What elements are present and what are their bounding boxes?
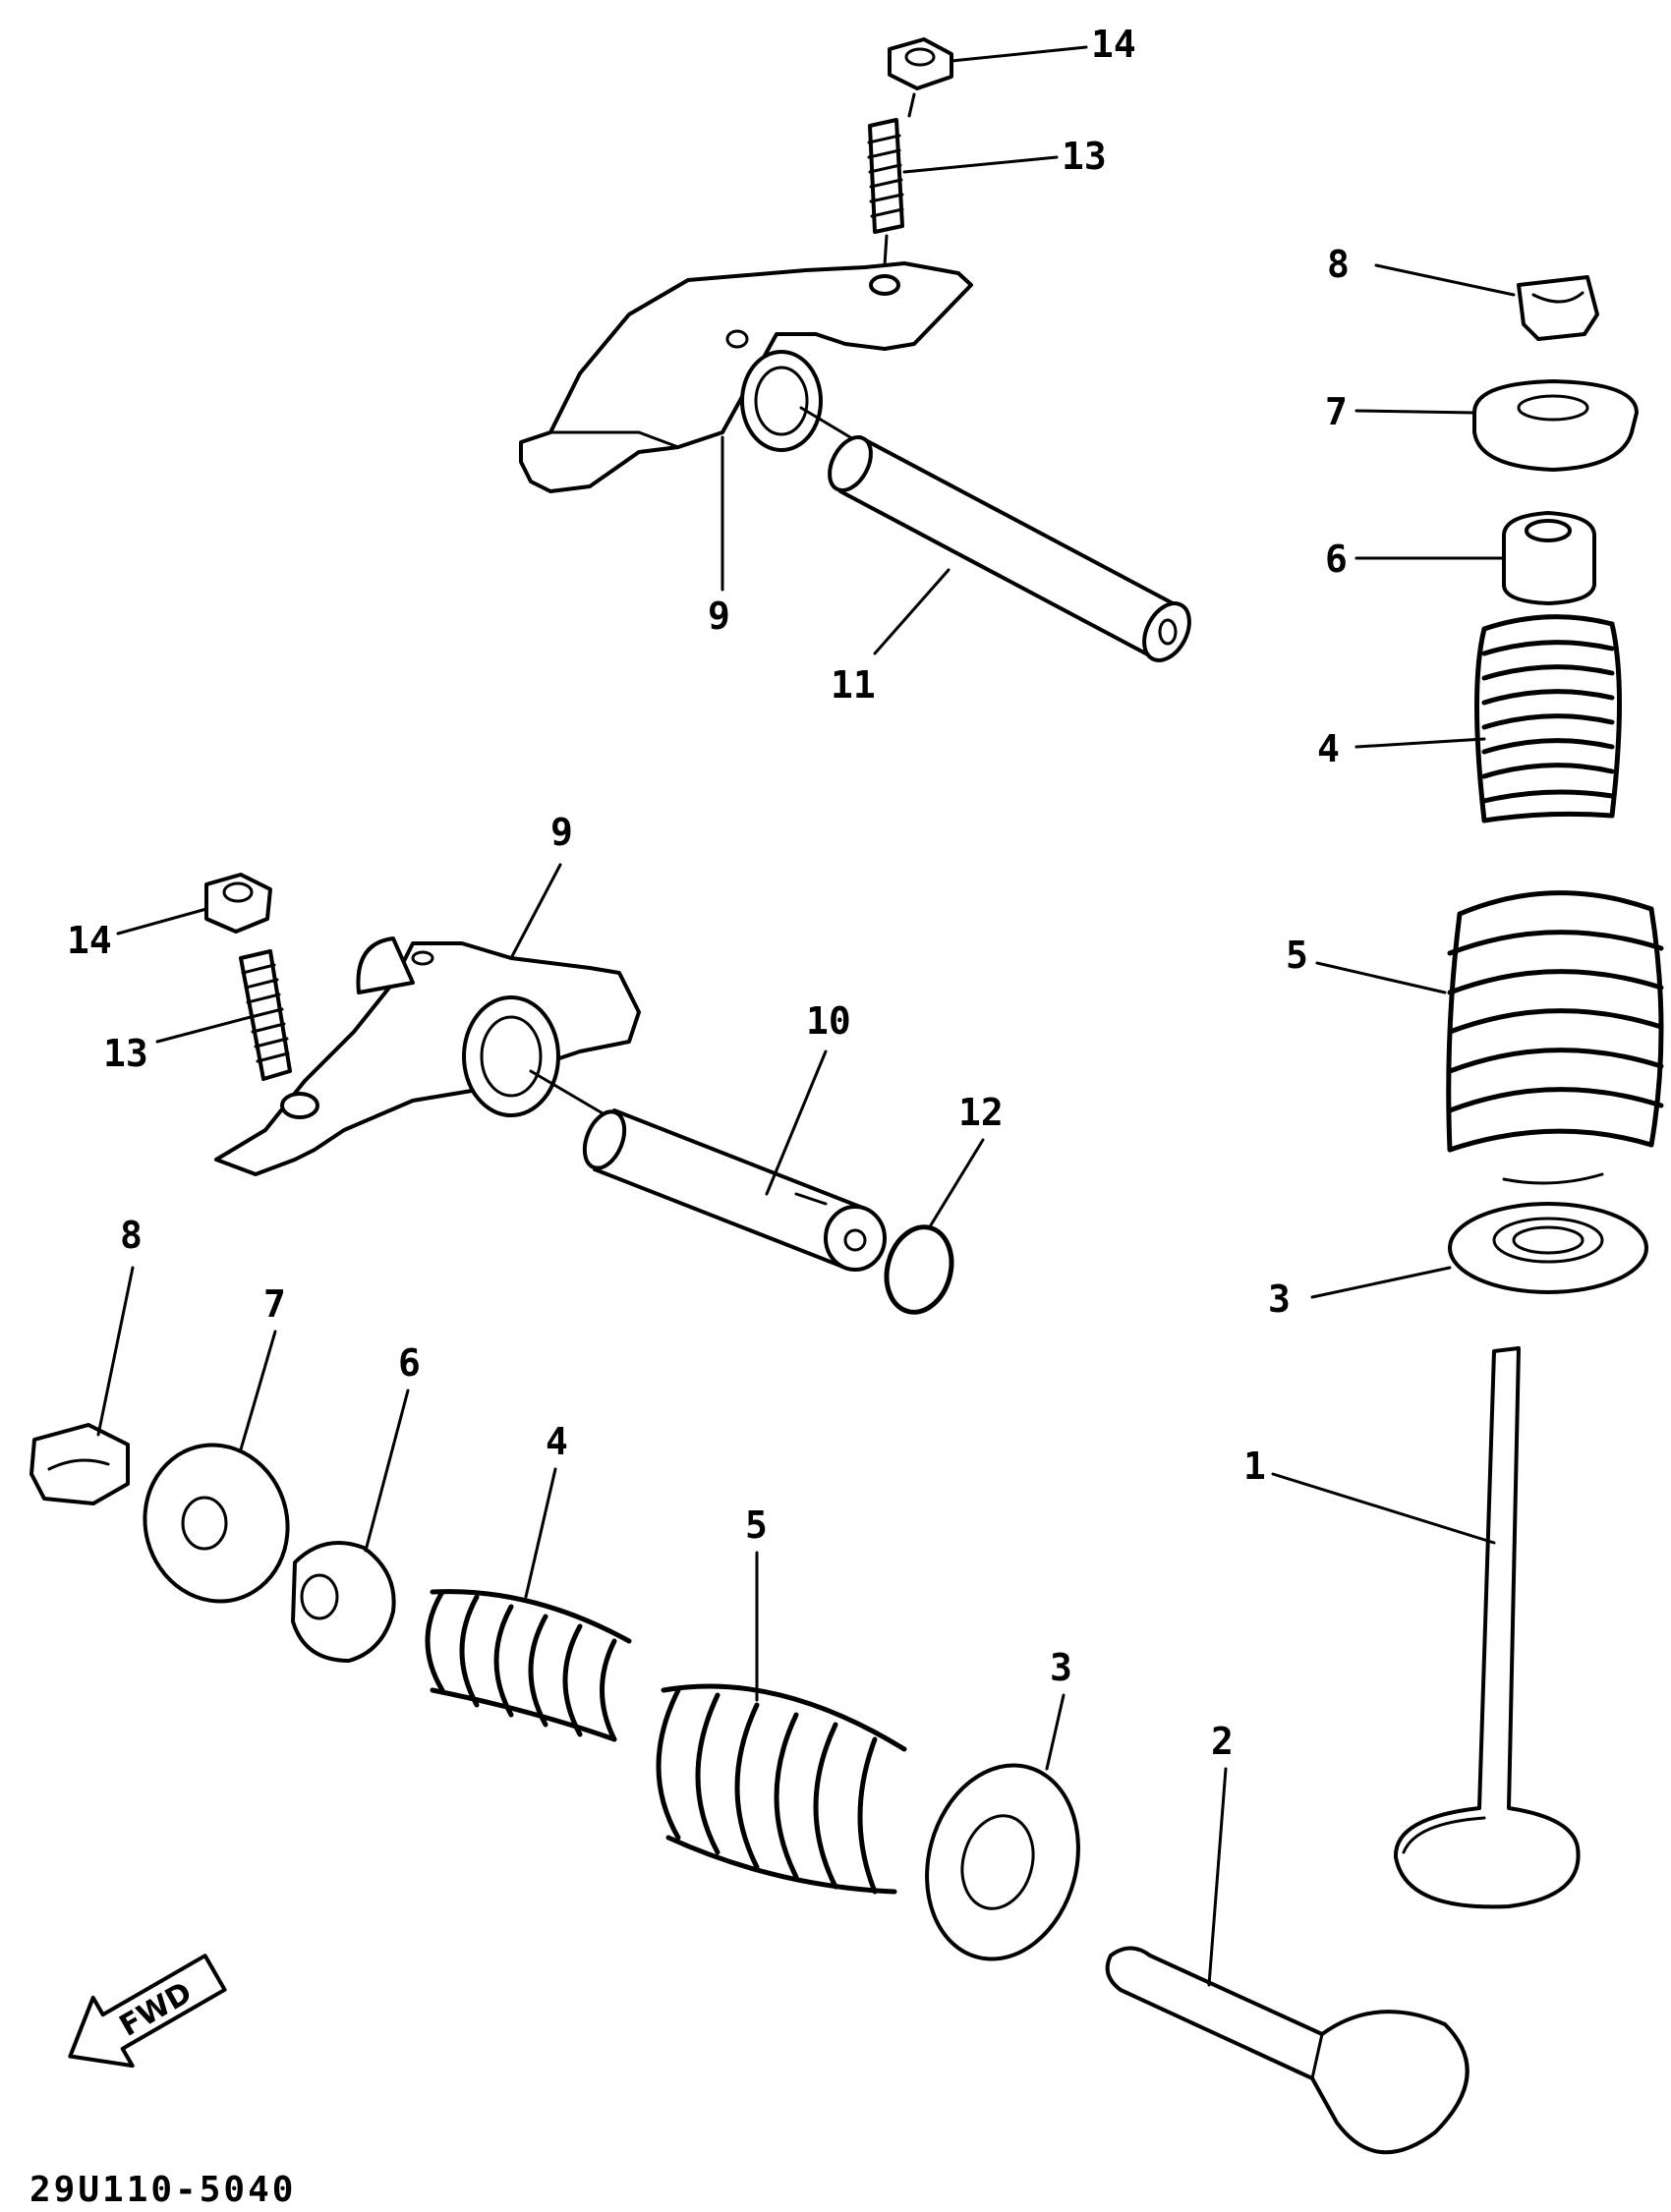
retainer-right xyxy=(1472,379,1639,472)
adjuster-screw-mid xyxy=(239,949,292,1081)
label-9-top: 9 xyxy=(708,595,730,638)
seal-right xyxy=(1502,511,1596,605)
label-9-mid: 9 xyxy=(550,811,573,854)
label-4-left: 4 xyxy=(546,1420,568,1463)
label-3-right: 3 xyxy=(1268,1277,1291,1321)
label-4-right: 4 xyxy=(1317,727,1340,770)
spring-seat-left xyxy=(925,1763,1080,1961)
label-1: 1 xyxy=(1243,1445,1266,1488)
cotter-right xyxy=(1517,275,1599,341)
nut-top xyxy=(888,37,953,90)
rocker-arm-mid xyxy=(214,936,641,1176)
label-12: 12 xyxy=(958,1091,1004,1134)
label-7-right: 7 xyxy=(1325,390,1348,433)
valve-right xyxy=(1393,1346,1581,1909)
label-6-right: 6 xyxy=(1325,538,1348,581)
adjuster-screw-top xyxy=(867,118,904,234)
rocker-arm-top xyxy=(519,261,973,493)
cotter-left xyxy=(29,1423,130,1505)
label-14-mid: 14 xyxy=(67,919,112,962)
retainer-left xyxy=(143,1443,290,1604)
label-8-left: 8 xyxy=(120,1214,143,1257)
fwd-arrow-icon: FWD xyxy=(68,1954,227,2069)
label-5-right: 5 xyxy=(1286,934,1308,977)
inner-spring-left xyxy=(425,1589,632,1742)
spring-seat-right xyxy=(1448,1202,1648,1294)
inner-spring-right xyxy=(1474,614,1622,823)
o-ring-12 xyxy=(884,1224,954,1315)
label-6-left: 6 xyxy=(398,1341,421,1385)
outer-spring-right xyxy=(1446,890,1664,1185)
label-11: 11 xyxy=(831,663,876,707)
label-2: 2 xyxy=(1211,1720,1234,1763)
leader-lines xyxy=(96,45,1516,1987)
rocker-shaft-10 xyxy=(582,1108,887,1272)
label-10: 10 xyxy=(806,999,851,1043)
label-13-mid: 13 xyxy=(103,1032,148,1075)
part-labels: 14 13 8 7 6 9 11 4 9 14 5 13 10 12 8 3 7… xyxy=(67,23,1350,1763)
nut-mid xyxy=(204,873,272,934)
label-3-left: 3 xyxy=(1050,1646,1072,1689)
label-14-top: 14 xyxy=(1091,23,1136,66)
seal-left xyxy=(291,1541,396,1663)
label-7-left: 7 xyxy=(263,1282,286,1326)
valve-left xyxy=(1105,1946,1469,2155)
outer-spring-left xyxy=(656,1683,907,1895)
label-13-top: 13 xyxy=(1062,135,1107,178)
rocker-shaft-11 xyxy=(828,435,1191,662)
label-8-right: 8 xyxy=(1327,243,1350,286)
label-5-left: 5 xyxy=(745,1503,768,1547)
drawing-code: 29U110-5040 xyxy=(29,2170,296,2210)
